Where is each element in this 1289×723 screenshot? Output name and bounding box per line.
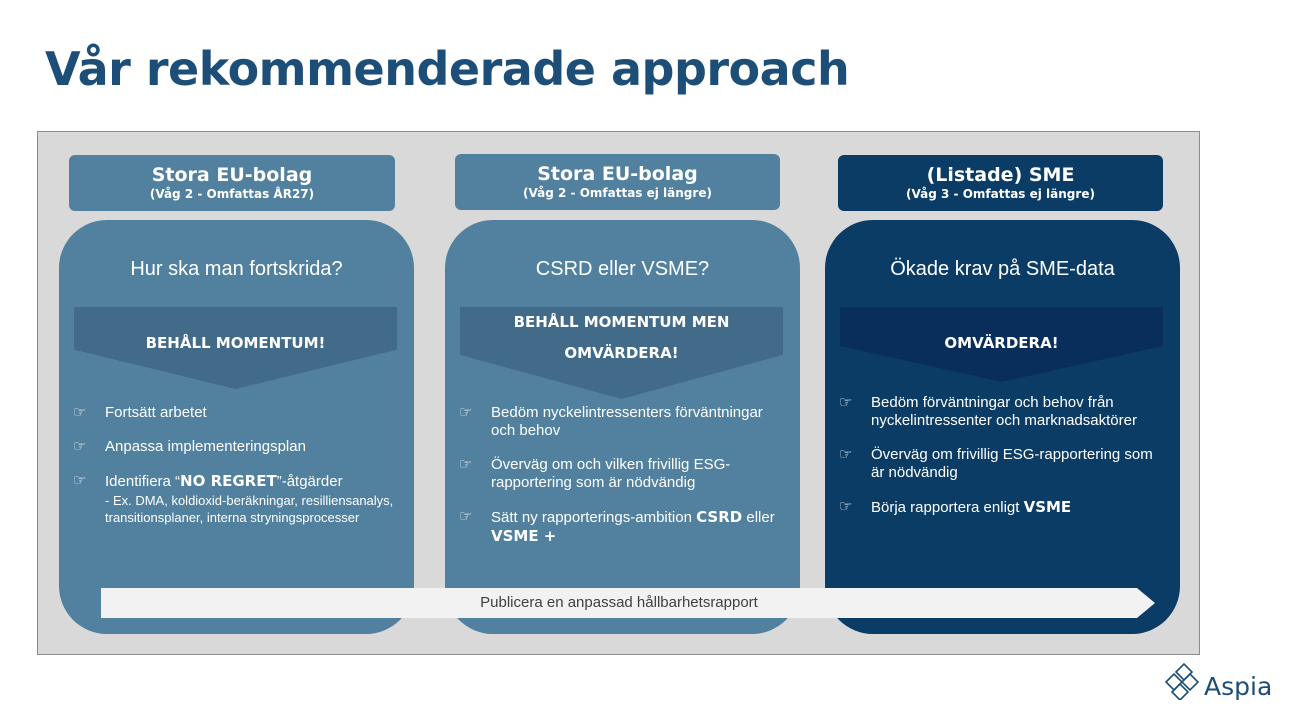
list-item-text: Överväg om och vilken frivillig ESG-rapp… (491, 456, 731, 491)
chevron-line: BEHÅLL MOMENTUM MEN (513, 313, 730, 331)
chevron-text: BEHÅLL MOMENTUM MEN OMVÄRDERA! (460, 307, 783, 369)
list-item: ☞ Sätt ny rapporterings-ambition CSRD el… (459, 508, 790, 546)
column-header-title: Stora EU-bolag (151, 164, 313, 186)
list-item-text: Överväg om frivillig ESG-rapportering so… (871, 446, 1153, 481)
publish-arrow: Publicera en anpassad hållbarhetsrapport (101, 588, 1155, 618)
text-segment: Sätt ny rapporterings-ambition (491, 509, 697, 526)
bullet-list: ☞ Bedöm nyckelintressenters förväntninga… (459, 404, 790, 562)
chevron-text: BEHÅLL MOMENTUM! (145, 334, 326, 352)
bullet-list: ☞ Bedöm förväntningar och behov från nyc… (839, 394, 1170, 533)
hand-point-icon: ☞ (839, 394, 853, 411)
list-item-text: Anpassa implementeringsplan (105, 438, 306, 455)
bullet-list: ☞ Fortsätt arbetet ☞ Anpassa implementer… (73, 404, 404, 542)
logo-text: Aspia (1204, 672, 1273, 701)
chevron-banner: BEHÅLL MOMENTUM! (74, 307, 397, 389)
column-card-3: Ökade krav på SME-data OMVÄRDERA! ☞ Bedö… (825, 220, 1180, 634)
text-segment: ”-åtgärder (276, 473, 343, 490)
column-header-subtitle: (Våg 3 - Omfattas ej längre) (906, 187, 1095, 201)
list-item: ☞ Bedöm förväntningar och behov från nyc… (839, 394, 1170, 430)
list-item: ☞ Identifiera “NO REGRET”-åtgärder - Ex.… (73, 472, 404, 526)
hand-point-icon: ☞ (459, 404, 473, 421)
column-header-title: (Listade) SME (926, 164, 1075, 186)
list-item: ☞ Överväg om och vilken frivillig ESG-ra… (459, 456, 790, 492)
sub-text: - Ex. DMA, koldioxid-beräkningar, resill… (105, 493, 394, 525)
list-item-text: Bedöm nyckelintressenters förväntningar … (491, 404, 763, 439)
chevron-text: OMVÄRDERA! (944, 334, 1059, 352)
text-segment: Identifiera “ (105, 473, 181, 490)
list-item: ☞ Bedöm nyckelintressenters förväntninga… (459, 404, 790, 440)
list-item-text: Identifiera “NO REGRET”-åtgärder - Ex. D… (105, 472, 404, 526)
column-header-2: Stora EU-bolag (Våg 2 - Omfattas ej läng… (455, 154, 780, 210)
hand-point-icon: ☞ (459, 456, 473, 473)
list-item-text: Börja rapportera enligt VSME (871, 498, 1071, 517)
chevron-banner: BEHÅLL MOMENTUM MEN OMVÄRDERA! (460, 307, 783, 399)
bold-segment: NO REGRET (180, 472, 277, 490)
hand-point-icon: ☞ (839, 498, 853, 515)
hand-point-icon: ☞ (73, 472, 87, 489)
column-card-2: CSRD eller VSME? BEHÅLL MOMENTUM MEN OMV… (445, 220, 800, 634)
aspia-logo: Aspia (1160, 660, 1273, 705)
bold-segment: CSRD (696, 508, 743, 526)
text-segment: eller (742, 509, 775, 526)
list-item: ☞ Börja rapportera enligt VSME (839, 498, 1170, 517)
text-segment: Börja rapportera enligt (871, 499, 1024, 516)
bold-segment: VSME + (491, 527, 557, 545)
chevron-line: OMVÄRDERA! (564, 344, 679, 362)
list-item-text: Bedöm förväntningar och behov från nycke… (871, 394, 1137, 429)
column-card-1: Hur ska man fortskrida? BEHÅLL MOMENTUM!… (59, 220, 414, 634)
column-header-3: (Listade) SME (Våg 3 - Omfattas ej längr… (838, 155, 1163, 211)
list-item: ☞ Överväg om frivillig ESG-rapportering … (839, 446, 1170, 482)
page-title: Vår rekommenderade approach (45, 42, 850, 96)
column-header-title: Stora EU-bolag (537, 163, 698, 185)
chevron-banner: OMVÄRDERA! (840, 307, 1163, 382)
aspia-logo-icon (1164, 662, 1200, 702)
card-question: Ökade krav på SME-data (890, 258, 1115, 280)
bold-segment: VSME (1023, 498, 1072, 516)
column-header-subtitle: (Våg 2 - Omfattas ej längre) (523, 186, 712, 200)
list-item-text: Fortsätt arbetet (105, 404, 207, 421)
card-question: Hur ska man fortskrida? (130, 258, 343, 280)
publish-arrow-label: Publicera en anpassad hållbarhetsrapport (480, 594, 758, 611)
hand-point-icon: ☞ (839, 446, 853, 463)
column-header-1: Stora EU-bolag (Våg 2 - Omfattas ÅR27) (69, 155, 395, 211)
hand-point-icon: ☞ (73, 404, 87, 421)
hand-point-icon: ☞ (73, 438, 87, 455)
card-question: CSRD eller VSME? (535, 258, 710, 280)
hand-point-icon: ☞ (459, 508, 473, 525)
list-item-text: Sätt ny rapporterings-ambition CSRD elle… (491, 508, 790, 546)
list-item: ☞ Anpassa implementeringsplan (73, 438, 404, 456)
column-header-subtitle: (Våg 2 - Omfattas ÅR27) (149, 187, 315, 201)
list-item: ☞ Fortsätt arbetet (73, 404, 404, 422)
